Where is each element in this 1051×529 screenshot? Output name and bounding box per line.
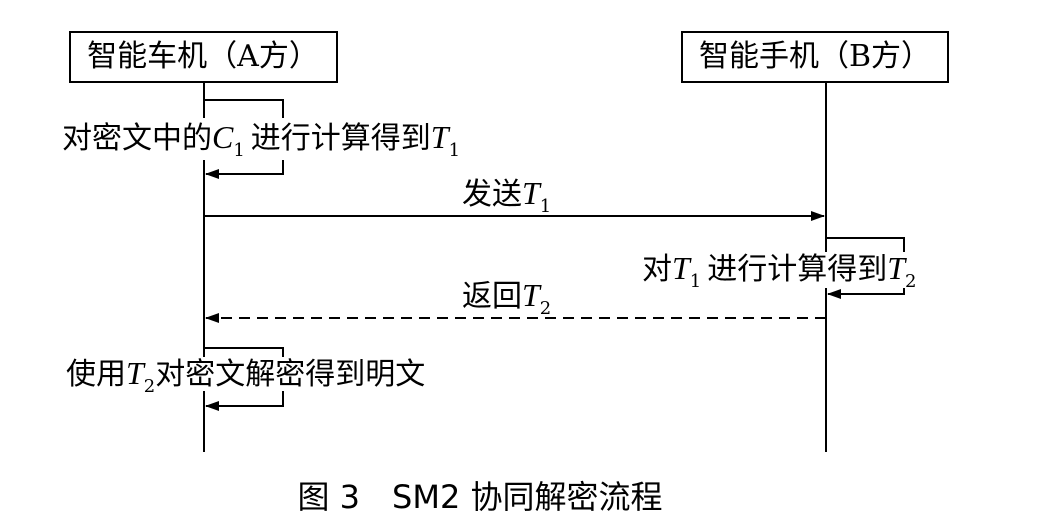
message-4-label: 返回T2 bbox=[462, 277, 551, 319]
message-send-t1: 发送T1 bbox=[204, 175, 825, 221]
label-backdrop bbox=[640, 252, 970, 288]
message-2-label: 发送T1 bbox=[462, 175, 551, 217]
message-return-t2: 返回T2 bbox=[205, 277, 826, 323]
label-backdrop bbox=[58, 118, 528, 160]
participant-b-box bbox=[681, 31, 949, 83]
self-message-a-decrypt: 使用T2对密文解密得到明文 bbox=[64, 347, 514, 411]
participant-a-box bbox=[69, 31, 338, 83]
participant-a: 智能车机（A方） bbox=[69, 31, 338, 83]
message-5-label: 使用T2对密文解密得到明文 bbox=[66, 355, 425, 397]
participant-b-label: 智能手机（B方） bbox=[699, 39, 931, 74]
participant-b: 智能手机（B方） bbox=[681, 31, 949, 83]
participant-a-label: 智能车机（A方） bbox=[87, 39, 319, 74]
figure-caption: 图 3 SM2 协同解密流程 bbox=[298, 478, 663, 516]
label-backdrop bbox=[64, 357, 514, 391]
